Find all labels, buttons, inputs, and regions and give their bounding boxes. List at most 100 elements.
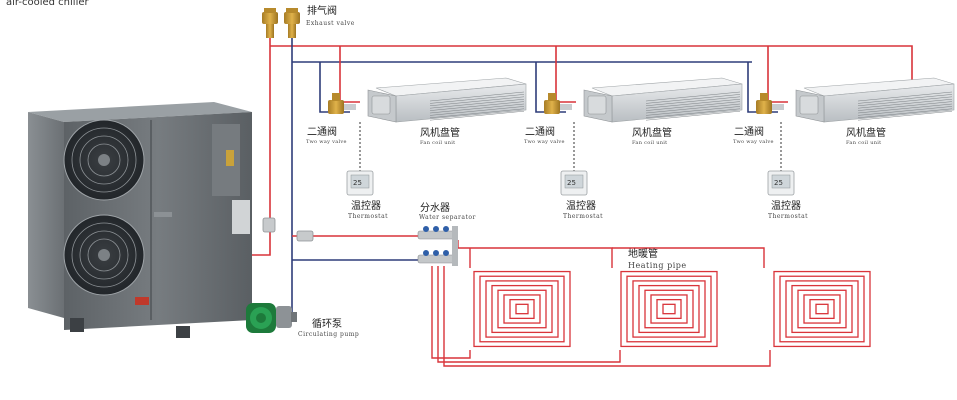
thermostat-screen — [771, 174, 791, 189]
fcu-fin — [857, 98, 953, 109]
unit-foot-right — [176, 326, 190, 338]
coil-turn — [491, 284, 553, 334]
fan-coil-label-en-3: Fan coil unit — [846, 140, 882, 146]
thermostat-label-en-2: Thermostat — [563, 213, 604, 220]
fan-coil-label-1: 风机盘管 — [420, 128, 460, 139]
supply-branch-3 — [767, 46, 788, 103]
thermostat-label-en-1: Thermostat — [348, 213, 389, 220]
circulating-pump-label-en: Circulating pump — [298, 331, 360, 338]
valve-stem — [772, 104, 784, 110]
coil-turn — [785, 280, 859, 338]
supply-branch-2 — [555, 46, 576, 103]
fcu-motor — [799, 95, 819, 115]
heating-pipe-label: 地暖管 — [628, 249, 658, 260]
two-way-valve-label-3: 二通阀 — [734, 127, 764, 138]
two-way-valve-icon — [756, 93, 784, 114]
coil-turn — [656, 298, 682, 320]
fan-coil-label-en-2: Fan coil unit — [632, 140, 668, 146]
fcu-fin — [645, 103, 741, 114]
coil-turn — [497, 289, 547, 329]
floor-heating-loops — [431, 240, 871, 367]
riser-valve-icon — [262, 217, 314, 242]
brand-plate — [226, 150, 234, 166]
fcu-fin — [429, 106, 525, 116]
valve-stem — [344, 104, 356, 110]
coil-turn — [803, 294, 841, 324]
coil-turn — [791, 284, 853, 334]
fcu-fin — [857, 106, 953, 116]
heating-loop-3 — [773, 270, 871, 348]
valve-stem — [560, 104, 572, 110]
two-way-valve-icon — [544, 93, 572, 114]
circulating-pump-label: 循环泵 — [312, 319, 342, 330]
two-way-valve-label-2: 二通阀 — [525, 127, 555, 138]
coil-turn — [638, 284, 700, 334]
two-way-valve-label-en-1: Two way valve — [306, 139, 347, 145]
fan-coil-label-3: 风机盘管 — [846, 128, 886, 139]
fan-coil-label-2: 风机盘管 — [632, 128, 672, 139]
fcu-fin — [429, 96, 525, 107]
coil-turn — [809, 298, 835, 320]
fcu-fin — [857, 103, 953, 114]
water-separator-icon — [417, 226, 458, 266]
exhaust-valve-label-en: Exhaust valve — [306, 20, 355, 27]
coil-turn — [650, 294, 688, 324]
fcu-fin — [857, 101, 953, 111]
coil-turn — [773, 270, 871, 348]
water-separator-label-en: Water separator — [419, 214, 476, 221]
two-way-valve-label-1: 二通阀 — [307, 127, 337, 138]
coil-turn — [503, 294, 541, 324]
panel-handle — [154, 212, 172, 217]
water-separator-label: 分水器 — [420, 203, 450, 214]
return-riser — [278, 38, 293, 319]
fan-guard-upper — [63, 119, 145, 201]
valve-body — [328, 100, 344, 114]
thermostat-display: 25 — [774, 179, 783, 187]
loop-feed-1 — [431, 266, 471, 359]
fcu-fin — [857, 91, 953, 102]
coil-turn — [509, 298, 535, 320]
coil-turn — [797, 289, 847, 329]
exhaust-valve-label: 排气阀 — [307, 6, 337, 17]
thermostat-label-3: 温控器 — [771, 201, 801, 212]
fan-coil-unit-2 — [544, 77, 743, 123]
heating-loop-1 — [473, 270, 571, 348]
pipe-connection-block — [232, 200, 250, 234]
fcu-fin — [645, 106, 741, 116]
valve-actuator — [548, 93, 556, 101]
fcu-fin — [645, 91, 741, 102]
valve-actuator — [332, 93, 340, 101]
coil-turn — [473, 270, 571, 348]
coil-turn — [662, 303, 676, 315]
thermostat-icon: 25 — [346, 122, 374, 196]
fcu-fin — [857, 108, 953, 119]
two-way-valve-icon — [328, 93, 356, 114]
thermostat-label-en-3: Thermostat — [768, 213, 809, 220]
coil-turn — [485, 280, 559, 338]
fcu-motor — [587, 95, 607, 115]
circulating-pump-icon — [246, 303, 297, 333]
unit-top — [28, 102, 252, 122]
two-way-valve-label-en-2: Two way valve — [524, 139, 565, 145]
fcu-fin — [857, 94, 953, 104]
fcu-fin — [645, 98, 741, 109]
coil-turn — [632, 280, 706, 338]
fcu-fin — [429, 91, 525, 102]
loop-feed-2 — [437, 266, 621, 363]
valve-body — [544, 100, 560, 114]
fcu-fin — [429, 94, 525, 104]
thermostat-icon: 25 — [767, 122, 795, 196]
heat-pump-unit — [28, 102, 252, 338]
fcu-fin — [857, 96, 953, 107]
fcu-fin — [429, 98, 525, 109]
coil-turn — [515, 303, 529, 315]
heating-pipe-label-en: Heating pipe — [628, 261, 687, 270]
coil-turn — [644, 289, 694, 329]
caption-text: air-cooled chiller — [6, 0, 89, 8]
fcu-fin — [645, 110, 741, 121]
fcu-motor — [371, 95, 391, 115]
coil-turn — [626, 275, 712, 343]
thermostat-display: 25 — [567, 179, 576, 187]
